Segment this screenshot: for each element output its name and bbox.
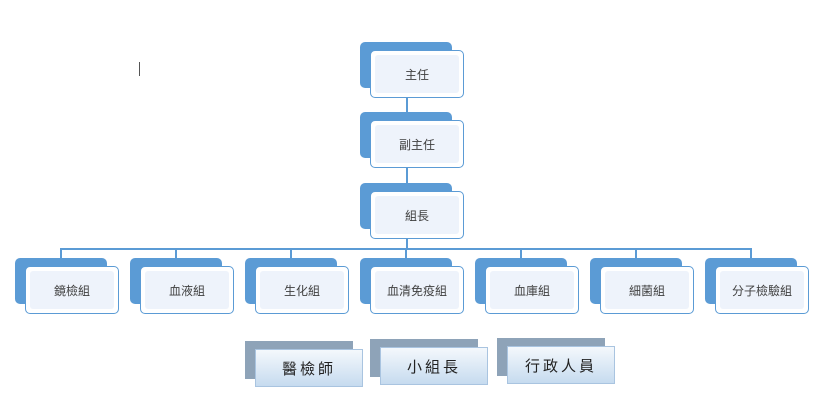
node-group[interactable]: 血清免疫組 xyxy=(360,258,464,316)
legend-label: 行政人員 xyxy=(524,356,597,375)
node-label: 鏡檢組 xyxy=(53,283,90,298)
connector-line xyxy=(406,96,408,120)
legend-label: 小組長 xyxy=(406,357,461,376)
node-team-leader[interactable]: 組長 xyxy=(360,183,464,241)
node-label: 血液組 xyxy=(168,283,205,298)
legend-label: 醫檢師 xyxy=(281,359,336,378)
connector-line xyxy=(406,168,408,190)
legend-technologist: 醫檢師 xyxy=(245,341,370,387)
legend-admin: 行政人員 xyxy=(497,338,622,384)
connector-line xyxy=(290,248,292,260)
node-group[interactable]: 生化組 xyxy=(245,258,349,316)
node-group[interactable]: 鏡檢組 xyxy=(15,258,119,316)
node-group[interactable]: 分子檢驗組 xyxy=(705,258,809,316)
node-group[interactable]: 血液組 xyxy=(130,258,234,316)
node-director[interactable]: 主任 xyxy=(360,42,464,100)
node-label: 血庫組 xyxy=(513,283,550,298)
node-label: 血清免疫組 xyxy=(386,283,447,298)
node-group[interactable]: 細菌組 xyxy=(590,258,694,316)
connector-line xyxy=(750,248,752,260)
node-label: 生化組 xyxy=(283,283,320,298)
node-label: 主任 xyxy=(404,67,429,82)
connector-line xyxy=(520,248,522,260)
text-cursor xyxy=(139,62,140,76)
node-label: 組長 xyxy=(404,208,429,223)
legend-subleader: 小組長 xyxy=(370,339,495,385)
node-label: 細菌組 xyxy=(628,283,665,298)
node-group[interactable]: 血庫組 xyxy=(475,258,579,316)
node-label: 副主任 xyxy=(398,137,435,152)
node-label: 分子檢驗組 xyxy=(731,283,792,298)
connector-line xyxy=(405,248,407,260)
connector-line xyxy=(635,248,637,260)
node-deputy-director[interactable]: 副主任 xyxy=(360,112,464,170)
connector-line xyxy=(60,248,62,260)
connector-line xyxy=(175,248,177,260)
connector-line xyxy=(406,238,408,249)
